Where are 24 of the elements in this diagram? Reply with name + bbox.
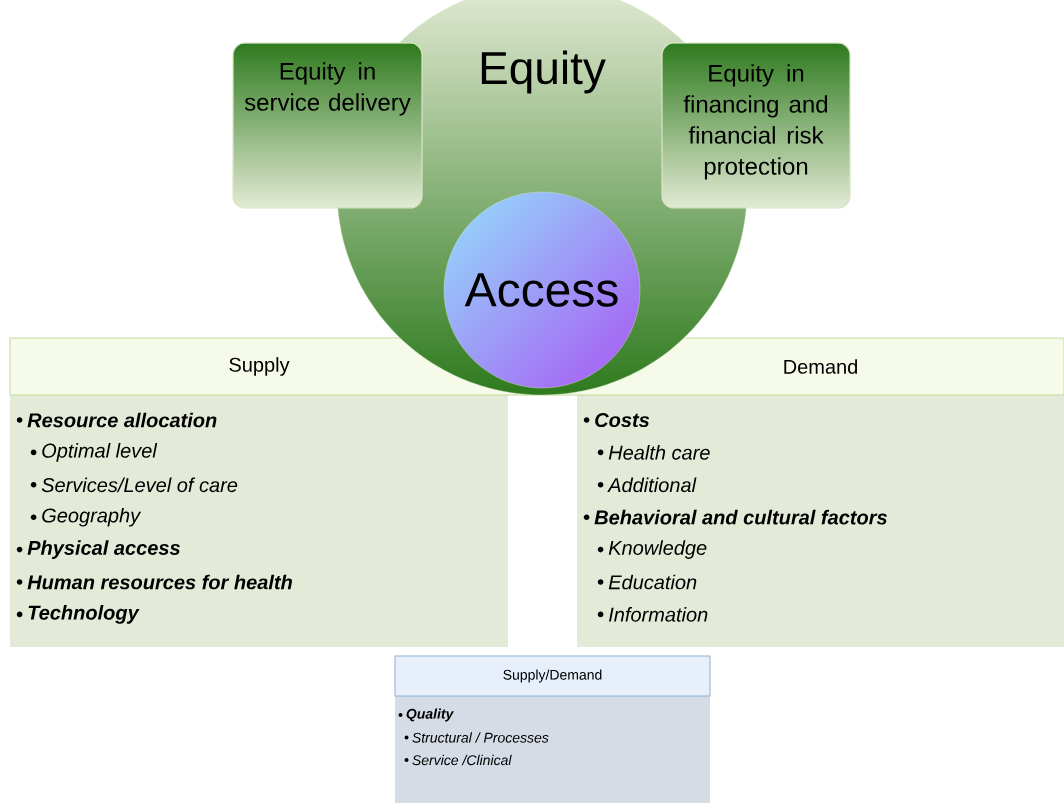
rounded-box: Equity in financing and financial risk protection: [661, 42, 851, 209]
bullet-item: Structural / Processes: [404, 732, 549, 743]
bullet-item: Costs: [583, 412, 650, 428]
bullet-item: Information: [597, 607, 708, 622]
bullet-item: Quality: [398, 708, 454, 722]
bullet-item: Education: [597, 574, 697, 590]
panel-heading: Supply: [229, 357, 290, 376]
bullet-item: Physical access: [16, 540, 180, 559]
supply-demand-panel: [394, 655, 711, 803]
bullet-item: Geography: [30, 507, 142, 527]
bullet-item: Knowledge: [597, 540, 707, 559]
bullet-item: Health care: [597, 445, 710, 460]
panel-heading: Supply/Demand: [503, 669, 602, 683]
panel-heading: Demand: [784, 359, 857, 374]
bullet-item: Service /Clinical: [404, 754, 512, 766]
bullet-item: Human resources for health: [16, 574, 292, 590]
bullet-item: Behavioral and cultural factors: [583, 509, 887, 525]
bullet-item: Technology: [16, 605, 140, 624]
rounded-box: Equity in service delivery: [232, 42, 423, 209]
bullet-item: Resource allocation: [16, 412, 217, 428]
node-label: Costs: [595, 412, 650, 428]
bullet-item: Additional: [597, 477, 697, 493]
bullet-item: Optimal level: [30, 443, 158, 462]
bullet-item: Services/Level of care: [30, 477, 238, 493]
